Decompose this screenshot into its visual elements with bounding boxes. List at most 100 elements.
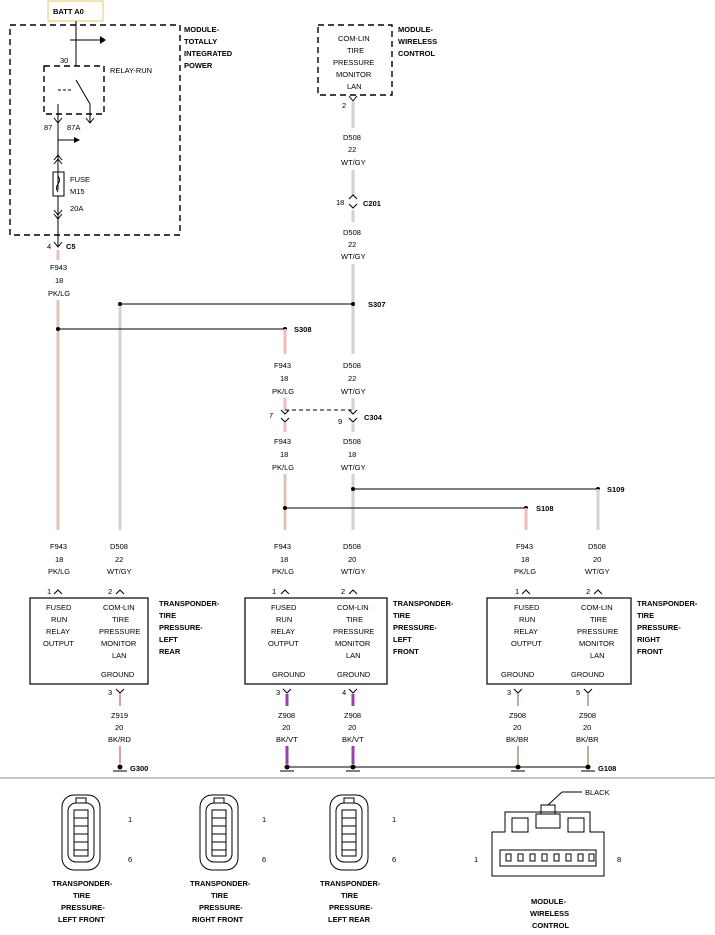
- lf-ground-1: GROUND: [272, 670, 306, 679]
- view2-title-4: RIGHT FRONT: [192, 915, 244, 924]
- c304-pin-b: 9: [338, 417, 342, 426]
- view4-title-3: CONTROL: [532, 921, 569, 930]
- d508-d-circuit: D508: [343, 437, 361, 446]
- lr-com-3: PRESSURE: [99, 627, 140, 636]
- rf-fused-4: OUTPUT: [511, 639, 542, 648]
- lf-ground-2: GROUND: [337, 670, 371, 679]
- transponder-left-rear: [29, 597, 149, 685]
- lr-title-3: PRESSURE-: [159, 623, 203, 632]
- view3-title-2: TIRE: [341, 891, 358, 900]
- lr-title-5: REAR: [159, 647, 181, 656]
- rf-title-5: FRONT: [637, 647, 663, 656]
- relay-pin-87a: 87A: [67, 123, 80, 132]
- batt-label: BATT A0: [53, 7, 84, 16]
- c304-name: C304: [364, 413, 383, 422]
- lr-f943-gauge: 18: [55, 555, 63, 564]
- rf-title-4: RIGHT: [637, 635, 661, 644]
- lf-title-5: FRONT: [393, 647, 419, 656]
- f943-mid-color: PK/LG: [272, 387, 294, 396]
- lr-title-4: LEFT: [159, 635, 178, 644]
- wcm-line-5: LAN: [347, 82, 362, 91]
- lr-fused-3: RELAY: [46, 627, 70, 636]
- rf-d508-color: WT/GY: [585, 567, 610, 576]
- lf-fused-3: RELAY: [271, 627, 295, 636]
- lr-d508-circuit: D508: [110, 542, 128, 551]
- connector-view-left-rear: [329, 794, 369, 871]
- view3-title-4: LEFT REAR: [328, 915, 371, 924]
- d508-d-color: WT/GY: [341, 463, 366, 472]
- rf-com-3: PRESSURE: [577, 627, 618, 636]
- c5-pin: 4: [47, 242, 51, 251]
- fuse-line-2: M15: [70, 187, 85, 196]
- f943-top-gauge: 18: [55, 276, 63, 285]
- s308-label: S308: [294, 325, 312, 334]
- lr-f943-color: PK/LG: [48, 567, 70, 576]
- s307-label: S307: [368, 300, 386, 309]
- tipm-title-2: TOTALLY: [184, 37, 217, 46]
- lr-fused-2: RUN: [51, 615, 67, 624]
- lf-d508-color: WT/GY: [341, 567, 366, 576]
- g300-label: G300: [130, 764, 148, 773]
- rf-fused-2: RUN: [519, 615, 535, 624]
- wcm-line-3: PRESSURE: [333, 58, 374, 67]
- tipm-title-3: INTEGRATED: [184, 49, 233, 58]
- f943-mid-circuit: F943: [274, 361, 291, 370]
- lr-f943-circuit: F943: [50, 542, 67, 551]
- view2-pin-1: 1: [262, 815, 266, 824]
- d508-b-gauge: 22: [348, 240, 356, 249]
- f943-top-circuit: F943: [50, 263, 67, 272]
- rf-pin-1: 1: [515, 587, 519, 596]
- lr-pin-1: 1: [47, 587, 51, 596]
- view2-title-3: PRESSURE-: [199, 903, 243, 912]
- fuse-line-3: 20A: [70, 204, 83, 213]
- rf-z908-b-circuit: Z908: [579, 711, 596, 720]
- connector-view-wcm: [491, 791, 605, 877]
- transponder-left-front: [244, 597, 388, 685]
- g108-label: G108: [598, 764, 616, 773]
- rf-z908-a-gauge: 20: [513, 723, 521, 732]
- tipm-title-1: MODULE-: [184, 25, 219, 34]
- rf-d508-circuit: D508: [588, 542, 606, 551]
- lf-title-2: TIRE: [393, 611, 410, 620]
- view2-title-2: TIRE: [211, 891, 228, 900]
- d508-b-color: WT/GY: [341, 252, 366, 261]
- wcm-module-box: [317, 24, 393, 96]
- lf-fused-2: RUN: [276, 615, 292, 624]
- lf-z908-b-circuit: Z908: [344, 711, 361, 720]
- rf-f943-color: PK/LG: [514, 567, 536, 576]
- s108-label: S108: [536, 504, 554, 513]
- lr-ground-pin: 3: [108, 688, 112, 697]
- c5-name: C5: [66, 242, 76, 251]
- lf-f943-gauge: 18: [280, 555, 288, 564]
- lf-d508-circuit: D508: [343, 542, 361, 551]
- view1-pin-1: 1: [128, 815, 132, 824]
- rf-title-3: PRESSURE-: [637, 623, 681, 632]
- wcm-line-1: COM-LIN: [338, 34, 370, 43]
- f943-mid-gauge: 18: [280, 374, 288, 383]
- tipm-module-box: [9, 24, 181, 236]
- lr-z919-circuit: Z919: [111, 711, 128, 720]
- lf-z908-a-color: BK/VT: [276, 735, 298, 744]
- rf-f943-circuit: F943: [516, 542, 533, 551]
- view1-title-3: PRESSURE-: [61, 903, 105, 912]
- lr-fused-1: FUSED: [46, 603, 72, 612]
- view1-title-1: TRANSPONDER-: [52, 879, 113, 888]
- fuse-line-1: FUSE: [70, 175, 90, 184]
- relay-pin-30: 30: [60, 56, 68, 65]
- lf-com-4: MONITOR: [335, 639, 371, 648]
- d508-c-circuit: D508: [343, 361, 361, 370]
- rf-f943-gauge: 18: [521, 555, 529, 564]
- lr-pin-2: 2: [108, 587, 112, 596]
- rf-z908-b-gauge: 20: [583, 723, 591, 732]
- view3-title-3: PRESSURE-: [329, 903, 373, 912]
- lf-z908-a-circuit: Z908: [278, 711, 295, 720]
- d508-a-circuit: D508: [343, 133, 361, 142]
- lf-com-1: COM-LIN: [337, 603, 369, 612]
- view4-title-1: MODULE-: [531, 897, 566, 906]
- lf-com-3: PRESSURE: [333, 627, 374, 636]
- rf-title-1: TRANSPONDER-: [637, 599, 698, 608]
- f943-c304-gauge: 18: [280, 450, 288, 459]
- d508-b-circuit: D508: [343, 228, 361, 237]
- rf-z908-a-circuit: Z908: [509, 711, 526, 720]
- lr-z919-color: BK/RD: [108, 735, 132, 744]
